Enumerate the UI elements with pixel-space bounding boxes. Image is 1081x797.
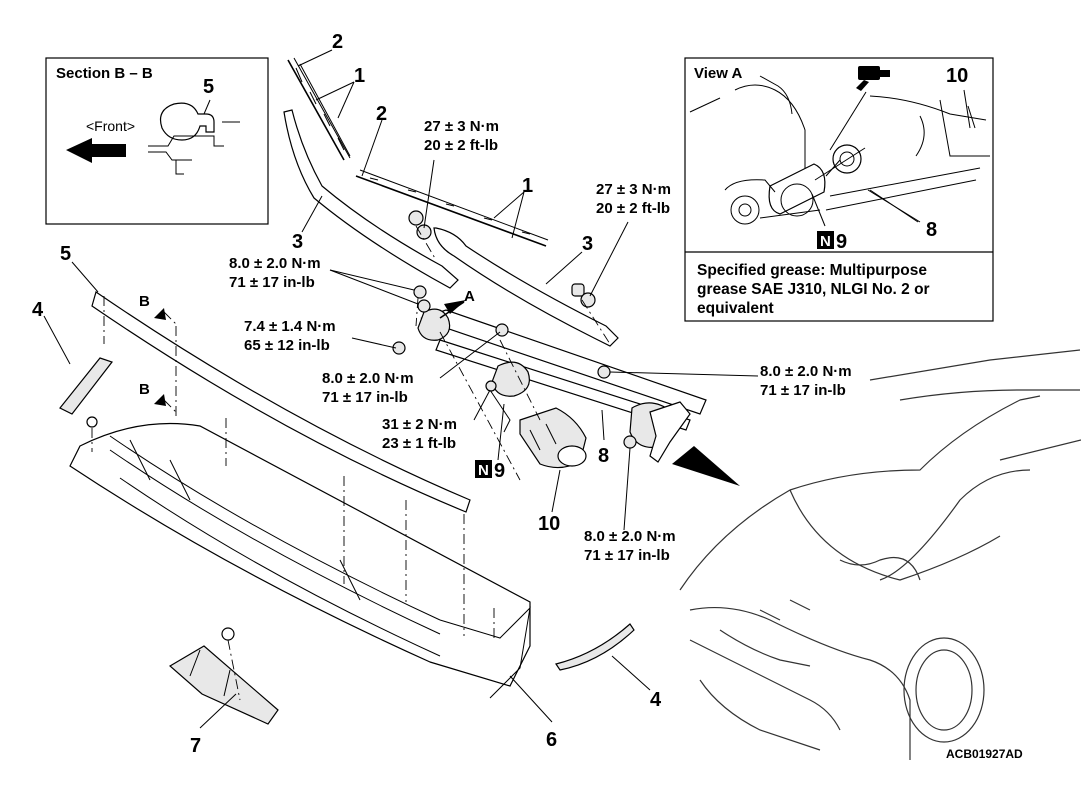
view-a-box: View A 10 8 N 9 xyxy=(684,57,994,322)
grease-gun-icon xyxy=(856,66,890,91)
callout-part-1-mid: 1 xyxy=(522,175,533,197)
section-part-5: 5 xyxy=(203,76,214,98)
label-section-b-top: B xyxy=(139,293,150,310)
torque-5-line-1: 8.0 ± 2.0 N·m xyxy=(322,370,414,387)
motor-bracket-bolt xyxy=(623,435,637,449)
wiper-arm-left xyxy=(283,109,459,289)
arm-cap-right xyxy=(571,283,585,297)
view-part-10: 10 xyxy=(946,65,968,87)
arm-nut-right xyxy=(580,292,596,308)
n9-badge xyxy=(475,460,492,478)
grease-note-line-2: grease SAE J310, NLGI No. 2 or xyxy=(697,281,930,298)
wiper-arm-right xyxy=(433,227,619,347)
callout-part-5: 5 xyxy=(60,243,71,265)
n9-number: 9 xyxy=(494,460,505,482)
callout-part-10: 10 xyxy=(538,513,560,535)
section-b-top-arrow-icon xyxy=(154,308,166,320)
clip-lower xyxy=(221,627,235,641)
car-outline xyxy=(679,349,1081,760)
cowl-top-cover xyxy=(69,422,531,699)
callout-part-3-right: 3 xyxy=(582,233,593,255)
callout-part-2-mid: 2 xyxy=(376,103,387,125)
callout-part-6: 6 xyxy=(546,729,557,751)
view-n-number: 9 xyxy=(836,231,847,253)
torque-1-line-1: 27 ± 3 N·m xyxy=(424,118,499,135)
torque-8-line-1: 8.0 ± 2.0 N·m xyxy=(584,528,676,545)
view-a-linkage-drawing xyxy=(689,75,990,227)
callout-part-4-right: 4 xyxy=(650,689,662,711)
torque-8-line-2: 71 ± 17 in-lb xyxy=(584,547,670,564)
view-n-badge-letter: N xyxy=(820,233,831,250)
callout-part-1-top: 1 xyxy=(354,65,365,87)
wiper-blade-right xyxy=(355,169,549,247)
view-part-8: 8 xyxy=(926,219,937,241)
callout-part-8: 8 xyxy=(598,445,609,467)
torque-5-line-2: 71 ± 17 in-lb xyxy=(322,389,408,406)
n9-badge-letter: N xyxy=(478,462,489,479)
view-direction-arrow-icon xyxy=(672,446,740,486)
cowl-bracket-lower xyxy=(168,645,279,725)
callout-part-3-left: 3 xyxy=(292,231,303,253)
callout-part-2-top: 2 xyxy=(332,31,343,53)
callout-part-7: 7 xyxy=(190,735,201,757)
assembly-guide-lines xyxy=(91,225,611,701)
grease-note-line-3: equivalent xyxy=(697,300,774,317)
torque-6-line-2: 23 ± 1 ft-lb xyxy=(382,435,456,452)
torque-4-line-2: 65 ± 12 in-lb xyxy=(244,337,330,354)
cowl-side-cover-right xyxy=(555,623,635,671)
clip-left xyxy=(86,416,98,428)
section-box-title: Section B – B xyxy=(56,65,153,82)
wiper-linkage xyxy=(417,308,707,463)
torque-3-line-1: 8.0 ± 2.0 N·m xyxy=(229,255,321,272)
label-view-a: A xyxy=(464,288,475,305)
torque-7-line-1: 8.0 ± 2.0 N·m xyxy=(760,363,852,380)
callout-part-4-left: 4 xyxy=(32,299,44,321)
bracket-bolt xyxy=(392,341,406,355)
grease-note-line-1: Specified grease: Multipurpose xyxy=(697,262,927,279)
torque-2-line-1: 27 ± 3 N·m xyxy=(596,181,671,198)
wiper-motor xyxy=(519,407,587,469)
front-label: <Front> xyxy=(86,118,135,134)
torque-2-line-2: 20 ± 2 ft-lb xyxy=(596,200,670,217)
wiper-blade-left xyxy=(287,57,351,161)
arm-nut-left xyxy=(408,210,424,226)
view-box-title: View A xyxy=(694,65,743,82)
front-arrow-icon xyxy=(66,138,126,163)
section-b-b-box: Section B – B 5 <Front> xyxy=(45,57,269,225)
seal-profile-icon xyxy=(148,99,240,175)
section-b-bottom-arrow-icon xyxy=(154,394,166,406)
leader-lines xyxy=(43,49,971,729)
cowl-side-cover-left xyxy=(59,357,113,415)
crank-nut xyxy=(485,380,497,392)
torque-4-line-1: 7.4 ± 1.4 N·m xyxy=(244,318,336,335)
torque-3-line-2: 71 ± 17 in-lb xyxy=(229,274,315,291)
view-n-badge xyxy=(817,231,834,249)
label-section-b-bottom: B xyxy=(139,381,150,398)
torque-7-line-2: 71 ± 17 in-lb xyxy=(760,382,846,399)
right-pivot-bolt xyxy=(597,365,611,379)
pivot-bolt-2 xyxy=(417,299,431,313)
torque-6-line-1: 31 ± 2 N·m xyxy=(382,416,457,433)
torque-1-line-2: 20 ± 2 ft-lb xyxy=(424,137,498,154)
figure-code: ACB01927AD xyxy=(946,747,1023,761)
pivot-bolt-1 xyxy=(413,285,427,299)
weatherstrip-seal xyxy=(91,291,471,513)
